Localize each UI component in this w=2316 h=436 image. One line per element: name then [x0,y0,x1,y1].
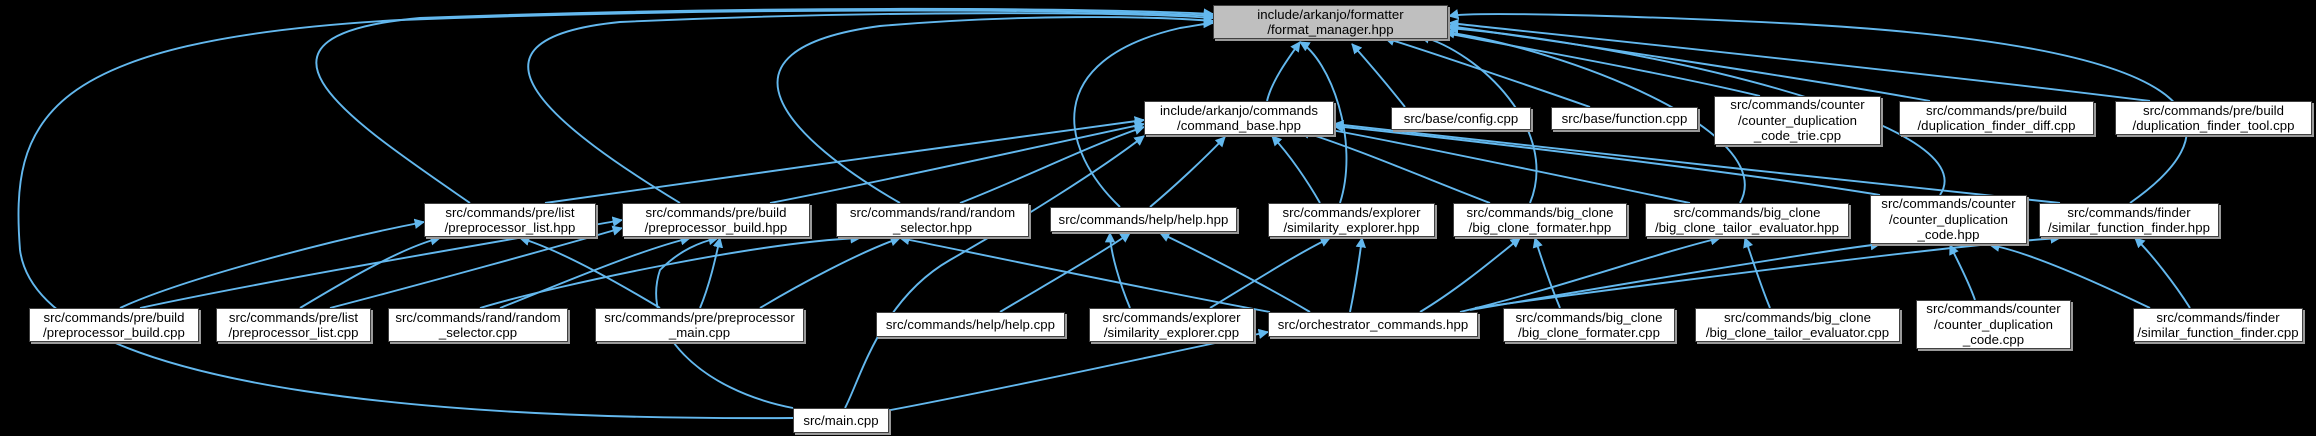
graph-node[interactable]: src/commands/counter /counter_duplicatio… [1870,195,2027,244]
graph-node[interactable]: src/orchestrator_commands.hpp [1268,312,1478,337]
graph-node[interactable]: src/commands/counter /counter_duplicatio… [1714,96,1881,145]
graph-node[interactable]: src/commands/help/help.cpp [876,312,1065,337]
graph-node[interactable]: src/commands/pre/build /preprocessor_bui… [29,308,199,342]
graph-node[interactable]: src/commands/rand/random _selector.cpp [388,308,568,342]
graph-node[interactable]: src/main.cpp [793,408,889,433]
graph-node[interactable]: src/commands/pre/list /preprocessor_list… [424,203,596,237]
graph-node[interactable]: src/commands/finder /similar_function_fi… [2133,308,2303,342]
graph-node[interactable]: src/commands/explorer /similarity_explor… [1089,308,1254,342]
graph-node[interactable]: src/commands/finder /similar_function_fi… [2039,203,2219,237]
graph-node[interactable]: src/commands/big_clone /big_clone_format… [1453,203,1627,237]
graph-node-root[interactable]: include/arkanjo/formatter /format_manage… [1213,5,1448,39]
graph-node[interactable]: src/commands/big_clone /big_clone_format… [1503,308,1675,342]
graph-node[interactable]: include/arkanjo/commands /command_base.h… [1144,101,1334,135]
graph-node[interactable]: src/commands/rand/random _selector.hpp [836,203,1029,237]
graph-node[interactable]: src/base/config.cpp [1391,107,1531,130]
graph-node[interactable]: src/base/function.cpp [1551,107,1698,130]
graph-node[interactable]: src/commands/pre/preprocessor _main.cpp [595,308,804,342]
graph-node[interactable]: src/commands/pre/list /preprocessor_list… [216,308,371,342]
graph-node[interactable]: src/commands/explorer /similarity_explor… [1268,203,1435,237]
graph-node[interactable]: src/commands/big_clone /big_clone_tailor… [1695,308,1900,342]
graph-node[interactable]: src/commands/pre/build /duplication_find… [1899,101,2094,135]
graph-node[interactable]: src/commands/big_clone /big_clone_tailor… [1645,203,1849,237]
graph-node[interactable]: src/commands/counter /counter_duplicatio… [1916,300,2071,349]
graph-node[interactable]: src/commands/help/help.hpp [1050,207,1237,232]
graph-node[interactable]: src/commands/pre/build /duplication_find… [2115,101,2312,135]
graph-node[interactable]: src/commands/pre/build /preprocessor_bui… [622,203,810,237]
